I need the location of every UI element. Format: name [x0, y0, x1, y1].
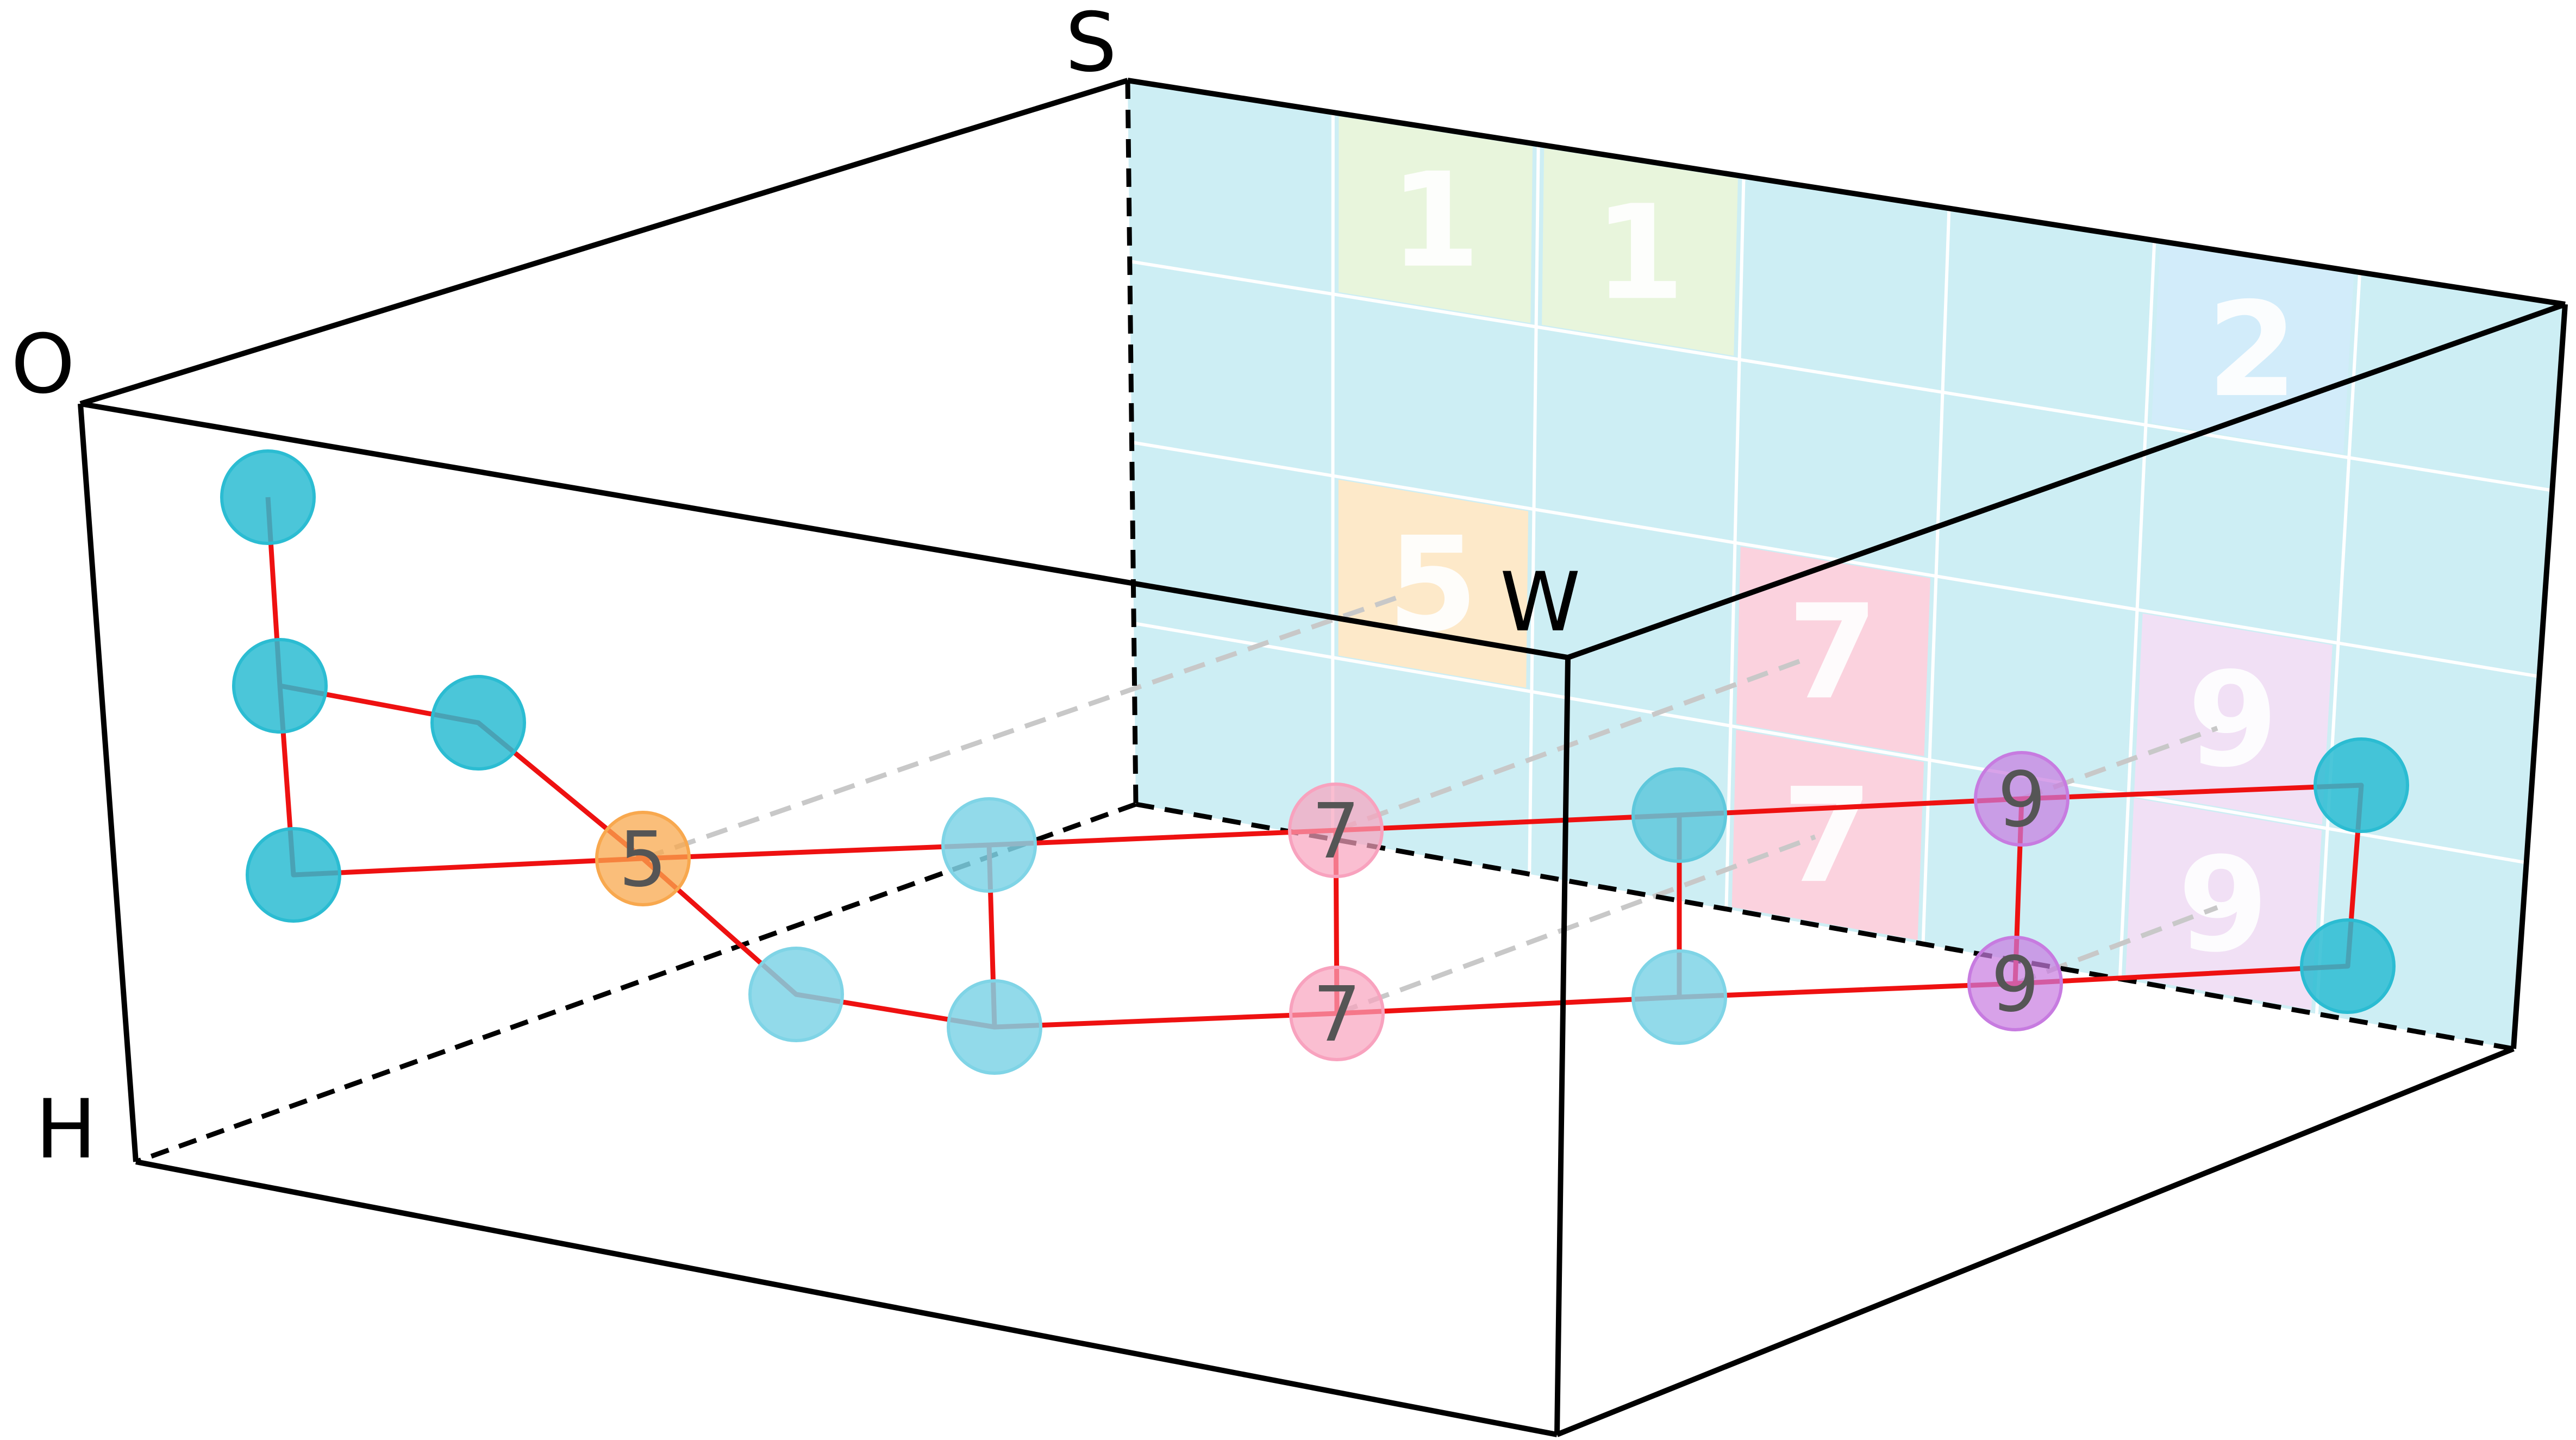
- projection-line-7b: [1336, 834, 1816, 1016]
- path-node-8: [1288, 782, 1384, 878]
- grid-row-line-2: [1131, 441, 2540, 678]
- path-node-1: [232, 638, 328, 734]
- path-node-2: [246, 827, 341, 923]
- edge-back-right-vertical: [2511, 304, 2568, 1049]
- grid-lines: [1129, 112, 2553, 1014]
- grid-cell-1: [1542, 148, 1738, 356]
- path-node-4: [595, 811, 691, 906]
- grid-cell-label-1: 1: [1594, 177, 1685, 329]
- hidden-edge-s-floor: [1125, 80, 1139, 805]
- path-node-3: [430, 675, 526, 771]
- path-node-label-12: 9: [1997, 756, 2046, 844]
- path-node-label-13: 9: [1991, 941, 2039, 1029]
- grid-cell-6: [2134, 613, 2333, 825]
- grid-highlighted-cells: [1338, 116, 2354, 1010]
- path-nodes: 5 7 7 9 9: [220, 449, 2409, 1075]
- projection-line-7a: [1335, 655, 1811, 833]
- grid-cell-2: [2152, 244, 2354, 454]
- path-node-14: [2314, 737, 2409, 833]
- path-node-12: [1974, 751, 2069, 847]
- grid-cell-5: [1731, 729, 1924, 940]
- edge-s-back-right: [1127, 78, 2566, 307]
- path-node-15: [2300, 918, 2396, 1014]
- path-node-6: [941, 797, 1037, 893]
- edge-o-h: [78, 403, 139, 1162]
- grid-cell-label-0: 1: [1390, 145, 1480, 297]
- path-node-10: [1631, 767, 1727, 863]
- grid-cell-7: [2125, 798, 2322, 1010]
- path-node-label-4: 5: [618, 816, 667, 904]
- grid-cell-3: [1338, 479, 1529, 688]
- path-node-0: [220, 449, 316, 545]
- edge-w-back-right: [1567, 302, 2566, 660]
- grid-cell-label-6: 9: [2187, 644, 2278, 796]
- path-node-9: [1289, 966, 1385, 1061]
- visible-edges: [78, 78, 2568, 1437]
- corner-label-h: H: [35, 1082, 97, 1177]
- edge-h-bottom: [135, 1159, 1558, 1437]
- path-node-label-8: 7: [1311, 787, 1360, 876]
- grid-cell-4: [1736, 546, 1930, 756]
- grid-row-line-1: [1129, 260, 2553, 492]
- grid-cell-label-4: 7: [1787, 576, 1878, 728]
- grid-cell-label-7: 9: [2178, 829, 2268, 981]
- grid-cell-label-2: 2: [2207, 274, 2298, 426]
- corner-label-o: O: [11, 317, 75, 412]
- grid-row-line-3: [1133, 622, 2527, 865]
- edge-bottom-right: [1556, 1046, 2515, 1437]
- path-node-7: [947, 979, 1042, 1075]
- path-node-11: [1631, 949, 1727, 1045]
- grid-cell-0: [1339, 116, 1533, 323]
- path-node-5: [748, 947, 844, 1042]
- edge-o-w: [80, 401, 1568, 660]
- corner-label-w: W: [1500, 555, 1580, 650]
- corner-label-s: S: [1065, 0, 1117, 90]
- path-node-13: [1967, 936, 2063, 1031]
- grid-cell-label-5: 7: [1782, 760, 1873, 912]
- edge-w-bottom: [1554, 657, 1571, 1435]
- path-node-label-9: 7: [1312, 971, 1361, 1059]
- edge-o-s: [79, 78, 1129, 406]
